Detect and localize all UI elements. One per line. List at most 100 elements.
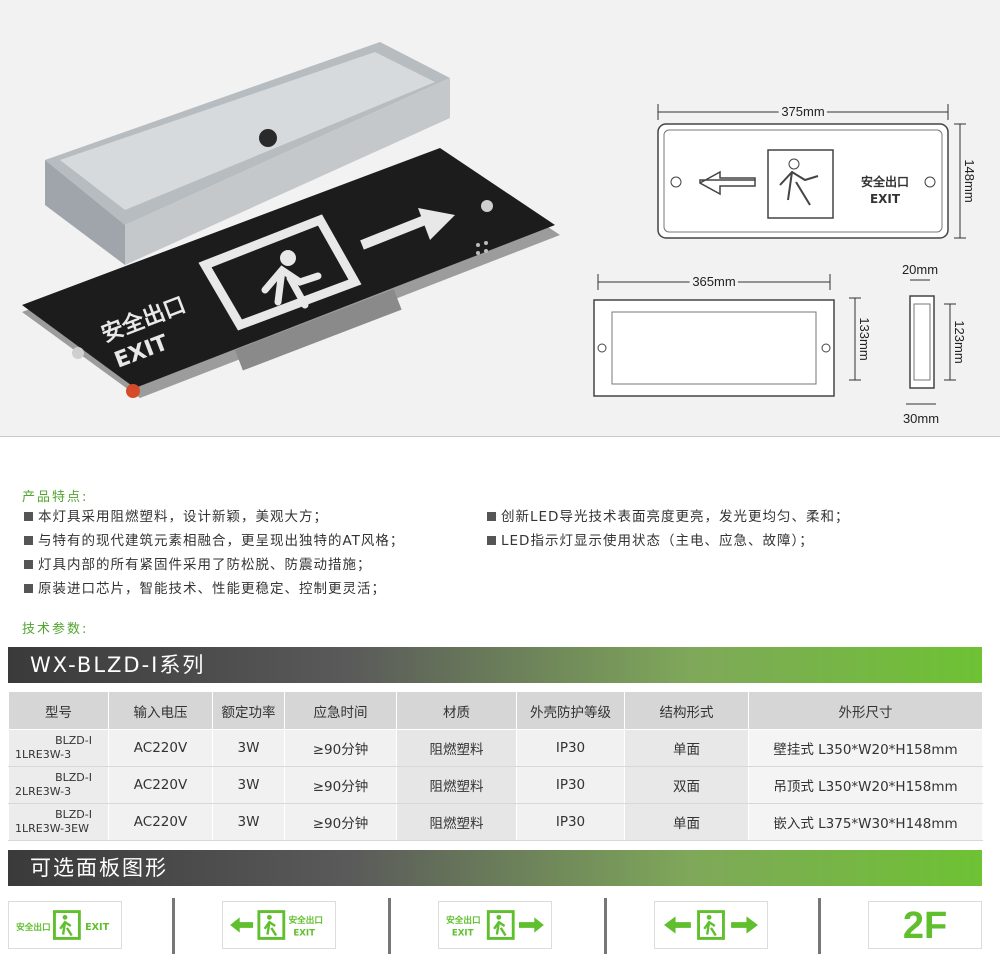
dim-body-width: 365mm: [692, 274, 735, 289]
drawing-sign-en: EXIT: [870, 192, 901, 206]
feature-item: 灯具内部的所有紧固件采用了防松脱、防震动措施；: [24, 553, 404, 577]
model-line: 1LRE3W-3: [15, 748, 72, 761]
panel-pattern-1: 安全出口 EXIT: [8, 901, 122, 949]
model-line: BLZD-Ⅰ: [55, 734, 92, 747]
dim-front-height: 148mm: [962, 159, 977, 202]
features-title: 产品特点:: [22, 490, 89, 505]
size-cell: 吊顶式 L350*W20*H158mm: [748, 766, 983, 804]
product-photo: 安全出口 EXIT: [22, 42, 560, 398]
panel-cn: 安全出口: [289, 914, 323, 926]
arrow-right-icon: [518, 917, 544, 933]
material-cell: 阻燃塑料: [396, 766, 517, 804]
features-left-list: 本灯具采用阻燃塑料，设计新颖，美观大方； 与特有的现代建筑元素相融合，更呈现出独…: [24, 505, 404, 601]
spec-table: 型号 输入电压 额定功率 应急时间 材质 外壳防护等级 结构形式 外形尺寸 BL…: [8, 691, 983, 841]
dim-side-height: 123mm: [952, 320, 967, 363]
cable-hole: [259, 129, 277, 147]
material-cell: 阻燃塑料: [396, 729, 517, 767]
model-line: BLZD-Ⅰ: [55, 771, 92, 784]
product-showcase: 安全出口 EXIT 375mm 安全出口 EXIT 148mm 365mm: [0, 0, 1000, 437]
dim-front-width: 375mm: [781, 104, 824, 119]
panel-separator: [388, 898, 391, 954]
time-cell: ≥90分钟: [284, 729, 397, 767]
arrow-left-icon: [230, 917, 254, 933]
voltage-cell: AC220V: [108, 766, 213, 804]
dim-side-bottom: 30mm: [903, 411, 939, 426]
panel-pattern-2: 安全出口 EXIT: [222, 901, 336, 949]
panel-pattern-3: 安全出口 EXIT: [438, 901, 552, 949]
running-man-icon: [53, 910, 81, 940]
power-cell: 3W: [212, 803, 285, 841]
feature-item: 本灯具采用阻燃塑料，设计新颖，美观大方；: [24, 505, 404, 529]
panel-floor: 2F: [868, 901, 982, 949]
panels-banner: 可选面板图形: [8, 850, 982, 886]
voltage-cell: AC220V: [108, 729, 213, 767]
table-header: 外形尺寸: [748, 691, 983, 730]
tech-title: 技术参数:: [22, 622, 89, 637]
series-title: WX-BLZD-Ⅰ系列: [30, 653, 206, 677]
panels-title: 可选面板图形: [30, 856, 168, 880]
certification-badge: [126, 384, 140, 398]
power-cell: 3W: [212, 729, 285, 767]
arrow-right-icon: [731, 916, 758, 934]
table-header: 应急时间: [284, 691, 397, 730]
panel-separator: [604, 898, 607, 954]
size-cell: 壁挂式 L350*W20*H158mm: [748, 729, 983, 767]
feature-item: 与特有的现代建筑元素相融合，更呈现出独特的AT风格；: [24, 529, 404, 553]
sign-panel: [22, 148, 555, 388]
product-label: [235, 289, 402, 371]
arrow-left-icon: [699, 170, 756, 196]
features-right-list: 创新LED导光技术表面亮度更亮，发光更均匀、柔和； LED指示灯显示使用状态（主…: [487, 505, 849, 553]
ip-cell: IP30: [516, 729, 625, 767]
feature-item: 原装进口芯片，智能技术、性能更稳定、控制更灵活；: [24, 577, 404, 601]
ip-cell: IP30: [516, 766, 625, 804]
feature-item: 创新LED导光技术表面亮度更亮，发光更均匀、柔和；: [487, 505, 849, 529]
ip-cell: IP30: [516, 803, 625, 841]
running-man-icon: [486, 910, 515, 940]
table-header: 型号: [8, 691, 109, 730]
size-cell: 嵌入式 L375*W30*H148mm: [748, 803, 983, 841]
panel-cn: 安全出口: [16, 921, 50, 933]
model-line: 1LRE3W-3EW: [15, 822, 89, 835]
table-header: 额定功率: [212, 691, 285, 730]
divider: [0, 436, 1000, 437]
front-view: [657, 123, 949, 239]
running-man-icon: [767, 149, 834, 219]
panel-en: EXIT: [293, 929, 315, 939]
panel-separator: [172, 898, 175, 954]
time-cell: ≥90分钟: [284, 803, 397, 841]
screw: [481, 200, 493, 212]
dimension-drawing: 375mm 安全出口 EXIT 148mm 365mm 133mm 20mm 1…: [593, 101, 980, 426]
table-header-row: 型号 输入电压 额定功率 应急时间 材质 外壳防护等级 结构形式 外形尺寸: [8, 691, 983, 730]
series-banner: WX-BLZD-Ⅰ系列: [8, 647, 982, 683]
dim-body-height: 133mm: [857, 317, 872, 360]
drawing-sign-cn: 安全出口: [861, 174, 909, 189]
panel-en: EXIT: [452, 929, 474, 939]
body-view: [593, 299, 835, 397]
panel-pattern-4: [654, 901, 768, 949]
model-line: BLZD-Ⅰ: [55, 808, 92, 821]
panel-en: EXIT: [85, 922, 109, 933]
voltage-cell: AC220V: [108, 803, 213, 841]
panel-separator: [818, 898, 821, 954]
time-cell: ≥90分钟: [284, 766, 397, 804]
table-header: 输入电压: [108, 691, 213, 730]
running-man-icon: [257, 910, 286, 940]
running-man-frame: [198, 214, 362, 331]
arrow-right-icon: [418, 208, 455, 240]
structure-cell: 双面: [624, 766, 749, 804]
panel-patterns: 安全出口 EXIT 安全出口 EXIT 安全出口 EXIT 2F: [0, 888, 1000, 966]
table-header: 材质: [396, 691, 517, 730]
dim-side-top: 20mm: [902, 262, 938, 277]
power-cell: 3W: [212, 766, 285, 804]
running-man-icon: [697, 910, 725, 940]
material-cell: 阻燃塑料: [396, 803, 517, 841]
panel-cn: 安全出口: [446, 914, 480, 926]
screw: [72, 347, 84, 359]
arrow-left-icon: [664, 916, 691, 934]
